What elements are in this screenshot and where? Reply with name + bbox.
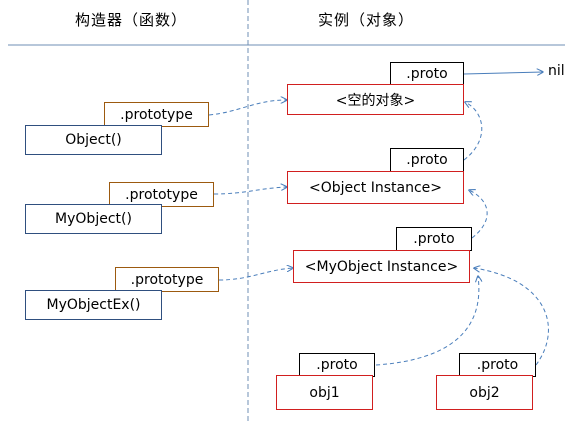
prototype-label-myobjectex: .prototype: [115, 267, 219, 292]
link-myobject-instance-proto: [469, 190, 488, 239]
constructor-myobject: MyObject(): [25, 204, 162, 234]
constructors-heading: 构造器（函数）: [75, 11, 188, 29]
instance-object: <Object Instance>: [287, 171, 464, 204]
link-obj2-proto: [474, 268, 549, 366]
constructor-object: Object(): [25, 125, 162, 155]
prototype-label-myobject: .prototype: [109, 182, 214, 207]
link-myobjectex-prototype: [218, 268, 293, 281]
link-empty-proto-nil: [463, 72, 543, 74]
obj2: obj2: [436, 375, 533, 410]
instance-myobject: <MyObject Instance>: [293, 250, 470, 283]
proto-label-empty: .proto: [390, 62, 464, 86]
nil-label: nil: [548, 63, 565, 79]
proto-label-object-instance: .proto: [390, 148, 464, 172]
link-myobject-prototype: [213, 187, 287, 195]
instances-heading: 实例（对象）: [318, 11, 415, 29]
constructor-myobjectex: MyObjectEx(): [25, 290, 162, 320]
link-object-instance-proto: [464, 102, 483, 161]
instance-empty-object: <空的对象>: [287, 84, 464, 115]
proto-label-myobject-instance: .proto: [396, 227, 472, 251]
proto-label-obj1: .proto: [299, 353, 375, 377]
link-obj1-proto: [375, 276, 479, 366]
obj1: obj1: [276, 375, 373, 410]
link-object-prototype: [208, 100, 287, 116]
prototype-label-object: .prototype: [104, 102, 209, 127]
proto-label-obj2: .proto: [459, 353, 536, 377]
